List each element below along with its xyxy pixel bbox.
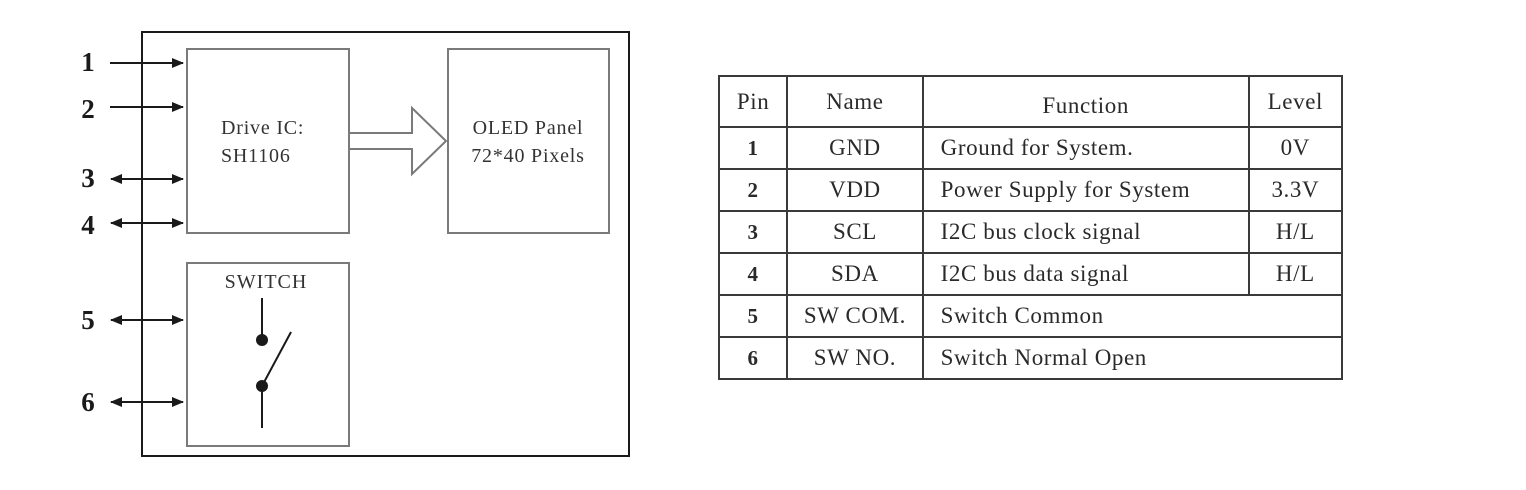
switch-label: SWITCH <box>225 271 308 293</box>
level-cell: 3.3V <box>1247 168 1344 212</box>
header-level: Level <box>1247 75 1344 128</box>
pin-cell: 3 <box>717 210 789 254</box>
pin-label-2: 2 <box>81 94 95 124</box>
pin-cell: 1 <box>717 126 789 170</box>
pin-label-4: 4 <box>81 210 95 240</box>
switch-block <box>186 262 350 447</box>
pin-cell: 5 <box>717 294 789 338</box>
function-cell: Switch Common <box>921 294 1344 338</box>
function-cell: Switch Normal Open <box>921 336 1344 380</box>
drive-ic-label-line2: SH1106 <box>221 145 291 167</box>
level-cell: H/L <box>1247 252 1344 296</box>
header-function: Function <box>921 75 1250 128</box>
header-pin: Pin <box>717 75 789 128</box>
pin-label-3: 3 <box>81 163 95 193</box>
name-cell: SCL <box>786 210 924 254</box>
table-row: 4 SDA I2C bus data signal H/L <box>717 252 1344 296</box>
function-cell: Ground for System. <box>921 126 1250 170</box>
header-name: Name <box>786 75 924 128</box>
pin-label-6: 6 <box>81 387 95 417</box>
oled-panel-label-line2: 72*40 Pixels <box>471 145 585 167</box>
module-outline <box>141 31 630 457</box>
drive-ic-label-line1: Drive IC: <box>221 117 304 139</box>
level-cell: 0V <box>1247 126 1344 170</box>
name-cell: VDD <box>786 168 924 212</box>
name-cell: SW COM. <box>786 294 924 338</box>
function-cell: I2C bus data signal <box>921 252 1250 296</box>
table-row: 1 GND Ground for System. 0V <box>717 126 1344 170</box>
switch-symbol <box>256 298 292 428</box>
name-cell: GND <box>786 126 924 170</box>
pin-definition-table: Pin Name Function Level 1 GND Ground for… <box>717 75 1344 380</box>
pin-label-1: 1 <box>81 47 95 77</box>
pin-cell: 6 <box>717 336 789 380</box>
pin-cell: 2 <box>717 168 789 212</box>
pin-label-5: 5 <box>81 305 95 335</box>
block-diagram: Drive IC: SH1106 OLED Panel 72*40 Pixels… <box>81 31 630 457</box>
oled-panel-block <box>447 48 610 234</box>
table-header-row: Pin Name Function Level <box>717 75 1344 128</box>
table-row: 2 VDD Power Supply for System 3.3V <box>717 168 1344 212</box>
level-cell: H/L <box>1247 210 1344 254</box>
table-row: 5 SW COM. Switch Common <box>717 294 1344 338</box>
data-flow-arrow <box>350 105 448 177</box>
name-cell: SW NO. <box>786 336 924 380</box>
function-cell: I2C bus clock signal <box>921 210 1250 254</box>
table-row: 6 SW NO. Switch Normal Open <box>717 336 1344 380</box>
oled-panel-label-line1: OLED Panel <box>473 117 584 139</box>
name-cell: SDA <box>786 252 924 296</box>
table-row: 3 SCL I2C bus clock signal H/L <box>717 210 1344 254</box>
function-cell: Power Supply for System <box>921 168 1250 212</box>
pin-cell: 4 <box>717 252 789 296</box>
drive-ic-block <box>186 48 350 234</box>
